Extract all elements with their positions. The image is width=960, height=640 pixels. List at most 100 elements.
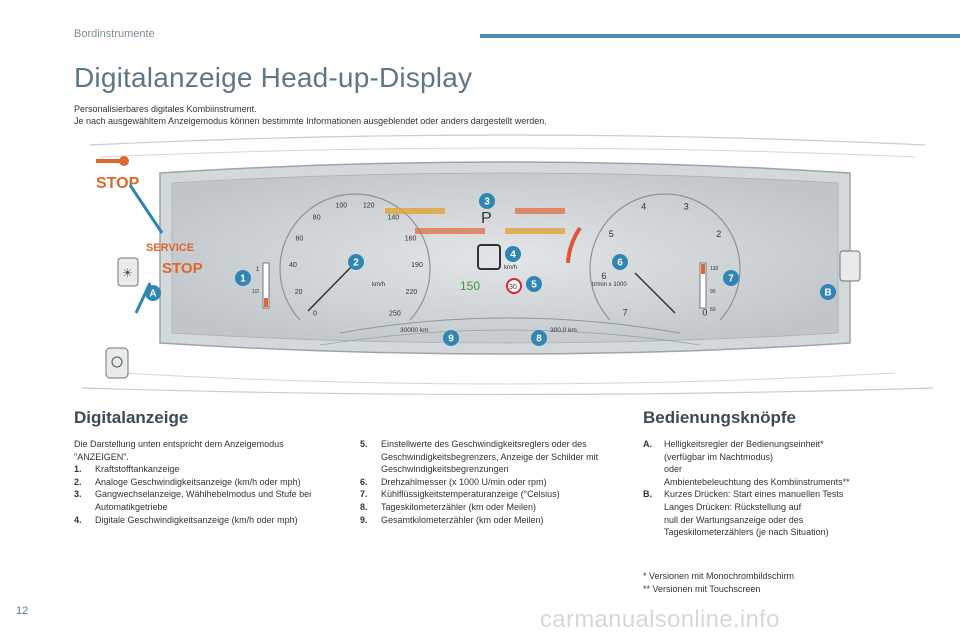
item-number: 1. xyxy=(74,464,82,475)
list-item: 3. Gangwechselanzeige, Wählhebelmodus und… xyxy=(74,488,336,513)
heading-bedienungsknoepfe: Bedienungsknöpfe xyxy=(643,408,797,427)
callout-label: 5 xyxy=(531,280,537,291)
item-number: 2. xyxy=(74,476,82,487)
item-line: Langes Drücken: Rückstellung auf xyxy=(664,501,802,512)
item-line: (verfügbar im Nachtmodus) xyxy=(664,451,774,462)
item-text: Drehzahlmesser (x 1000 U/min oder rpm) xyxy=(381,476,547,487)
list-item: 7. Kühlflüssigkeitstemperaturanzeige (°Ce… xyxy=(360,488,622,501)
list-item: 2. Analoge Geschwindigkeitsanzeige (km/h … xyxy=(74,476,336,489)
digital-speed-unit: km/h xyxy=(504,265,517,271)
callout-marker xyxy=(526,276,542,292)
page-title: Digitalanzeige Head-up-Display xyxy=(74,62,473,93)
list-item: 4. Digitale Geschwindigkeitsanzeige (km/h… xyxy=(74,514,336,527)
callout-label: 8 xyxy=(536,334,542,345)
callout-label: 6 xyxy=(617,258,623,269)
list-item: 6.Drehzahlmesser (x 1000 U/min oder rpm) xyxy=(360,476,622,489)
list-item: 1. Kraftstofftankanzeige xyxy=(74,463,336,476)
item-text: Gesamtkilometerzähler (km oder Meilen) xyxy=(381,514,544,525)
item-text: Einstellwerte des Geschwindigkeitsregler… xyxy=(381,439,599,475)
middle-column: 5.Einstellwerte des Geschwindigkeitsregl… xyxy=(360,438,622,526)
rpm-unit: tr/min x 1000 xyxy=(592,282,627,288)
stop-label-top: STOP xyxy=(96,175,140,192)
footnotes: * Versionen mit Monochrombildschirm ** V… xyxy=(643,570,903,595)
wrench-icon xyxy=(96,156,129,166)
svg-text:1: 1 xyxy=(256,267,260,273)
callout-marker xyxy=(723,270,739,286)
item-number: A. xyxy=(643,439,652,449)
item-line: Ambientebeleuchtung des Kombiinstruments… xyxy=(664,476,850,487)
callout-marker xyxy=(443,330,459,346)
callout-label: 7 xyxy=(728,274,734,285)
tachometer: 01234567 tr/min x 1000 xyxy=(566,193,741,321)
item-number: B. xyxy=(643,489,652,500)
item-line: null der Wartungsanzeige oder des xyxy=(664,514,804,525)
list-item: A.Helligkeitsregler der Bedienungseinhei… xyxy=(643,438,903,488)
item-number: 9. xyxy=(360,514,368,525)
fuel-gauge: 1 1/2 xyxy=(252,262,270,309)
gauge-tick-label: 100 xyxy=(335,203,347,210)
item-number: 7. xyxy=(360,489,368,500)
button-a[interactable] xyxy=(117,257,139,287)
left-column: Die Darstellung unten entspricht dem Anz… xyxy=(74,438,336,526)
page-number: 12 xyxy=(16,605,29,617)
cluster-face xyxy=(171,172,839,344)
footnote-1: * Versionen mit Monochrombildschirm xyxy=(643,571,795,581)
list-item: B. Kurzes Drücken: Start eines manuellen … xyxy=(643,488,903,538)
svg-text:1/2: 1/2 xyxy=(252,289,259,295)
item-number: 3. xyxy=(74,489,82,500)
item-number: 4. xyxy=(74,514,82,525)
gauge-tick-label: 4 xyxy=(641,202,646,212)
button-b[interactable] xyxy=(839,250,861,282)
warning-lamps-right xyxy=(505,208,565,234)
intro-line-1: Personalisierbares digitales Kombiinstru… xyxy=(74,104,257,114)
callout-label: 2 xyxy=(353,258,359,269)
list-item: 8.Tageskilometerzähler (km oder Meilen) xyxy=(360,501,622,514)
stop-label-bottom: STOP xyxy=(162,260,203,277)
limit-speed: 30 xyxy=(509,284,517,291)
dash-outline xyxy=(89,134,926,146)
item-text: Kurzes Drücken: Start eines manuellen Te… xyxy=(664,488,903,538)
list-item: 9. Gesamtkilometerzähler (km oder Meilen) xyxy=(360,514,622,527)
intro-text: Personalisierbares digitales Kombiinstru… xyxy=(74,103,547,127)
gauge-tick-label: 5 xyxy=(609,229,614,239)
right-list: A.Helligkeitsregler der Bedienungseinhei… xyxy=(643,438,903,539)
rpm-needle xyxy=(634,272,676,314)
gauge-tick-label: 190 xyxy=(411,262,423,269)
callout-marker xyxy=(820,284,836,300)
callout-marker xyxy=(479,193,495,209)
callout-marker xyxy=(348,254,364,270)
item-text: Gangwechselanzeige, Wählhebelmodus und S… xyxy=(95,489,312,512)
callout-marker xyxy=(505,246,521,262)
watermark: carmanualsonline.info xyxy=(540,606,780,633)
cruise-speed: 150 xyxy=(460,279,480,293)
speed-limit-sign xyxy=(506,278,522,294)
gauge-tick-label: 160 xyxy=(405,236,417,243)
header-accent-bar xyxy=(480,34,960,38)
middle-list: 5.Einstellwerte des Geschwindigkeitsregl… xyxy=(360,438,622,526)
item-text: Analoge Geschwindigkeitsanzeige (km/h od… xyxy=(95,476,301,487)
gauge-tick-label: 40 xyxy=(289,262,297,269)
right-column: A.Helligkeitsregler der Bedienungseinhei… xyxy=(643,438,903,539)
test-button-left[interactable] xyxy=(105,347,129,379)
item-line: Tageskilometerzählers (je nach Situation… xyxy=(664,527,829,538)
speed-unit: km/h xyxy=(372,282,385,288)
callout-marker xyxy=(235,270,251,286)
trip-odometer: 300,0 km xyxy=(550,327,577,334)
item-text: Digitale Geschwindigkeitsanzeige (km/h o… xyxy=(95,514,298,525)
item-text: Kraftstofftankanzeige xyxy=(95,464,180,475)
left-list: 1. Kraftstofftankanzeige 2. Analoge Geschwi… xyxy=(74,463,336,526)
digital-speed-box xyxy=(477,244,501,270)
gauge-tick-label: 6 xyxy=(601,271,606,281)
callout-marker xyxy=(531,330,547,346)
item-text: Kühlflüssigkeitstemperaturanzeige (°Cels… xyxy=(381,489,560,500)
item-line: oder xyxy=(664,464,683,475)
callout-label: 4 xyxy=(510,250,516,261)
callout-label: B xyxy=(824,288,831,299)
list-item: 5.Einstellwerte des Geschwindigkeitsregl… xyxy=(360,438,622,476)
callout-label: 3 xyxy=(484,197,490,208)
gauge-tick-label: 80 xyxy=(313,214,321,221)
gauge-tick-label: 2 xyxy=(716,229,721,239)
